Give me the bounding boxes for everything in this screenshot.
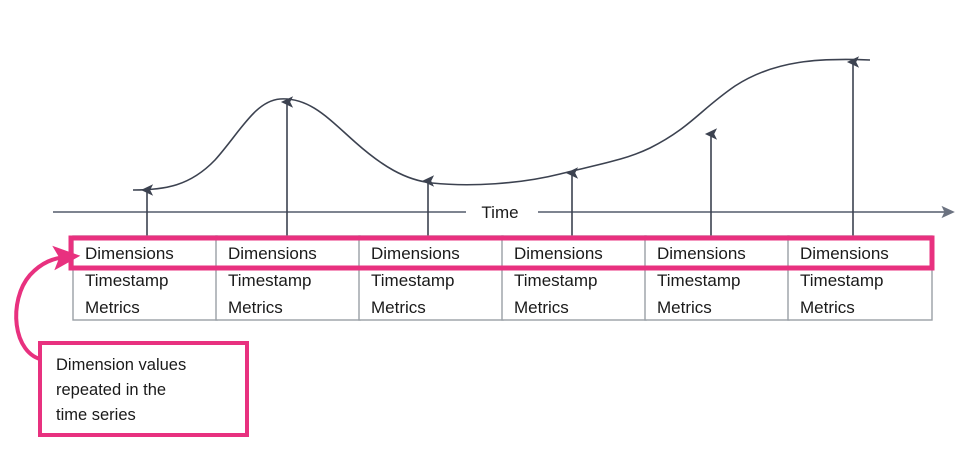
callout-connector-arrow [14, 245, 81, 362]
callout-box [38, 341, 249, 437]
signal-curve [132, 58, 871, 191]
record-box-outline [215, 235, 361, 321]
record-metrics-label: Metrics [228, 298, 283, 317]
record-timestamp-label: Timestamp [514, 271, 597, 290]
record-timestamp-label: Timestamp [800, 271, 883, 290]
record-metrics-label: Metrics [514, 298, 569, 317]
callout-text-line-3: time series [56, 406, 136, 424]
record-metrics-label: Metrics [657, 298, 712, 317]
record-dimensions-label: Dimensions [800, 244, 889, 263]
record-dimensions-label: Dimensions [514, 244, 603, 263]
callout-text-group: Dimension values repeated in the time seri… [56, 356, 186, 424]
record-box-group: DimensionsTimestampMetricsDimensionsTime… [72, 235, 933, 321]
callout-text-line-2: repeated in the [56, 381, 166, 399]
record-metrics-label: Metrics [371, 298, 426, 317]
record-box-outline [72, 235, 218, 321]
record-timestamp-label: Timestamp [371, 271, 454, 290]
record-dimensions-label: Dimensions [85, 244, 174, 263]
record-metrics-label: Metrics [85, 298, 140, 317]
record-timestamp-label: Timestamp [228, 271, 311, 290]
record-timestamp-label: Timestamp [85, 271, 168, 290]
record-timestamp-label: Timestamp [657, 271, 740, 290]
callout-text-line-1: Dimension values [56, 356, 186, 374]
record-metrics-label: Metrics [800, 298, 855, 317]
record-dimensions-label: Dimensions [228, 244, 317, 263]
record-dimensions-label: Dimensions [657, 244, 746, 263]
time-axis-label: Time [481, 203, 518, 222]
record-dimensions-label: Dimensions [371, 244, 460, 263]
